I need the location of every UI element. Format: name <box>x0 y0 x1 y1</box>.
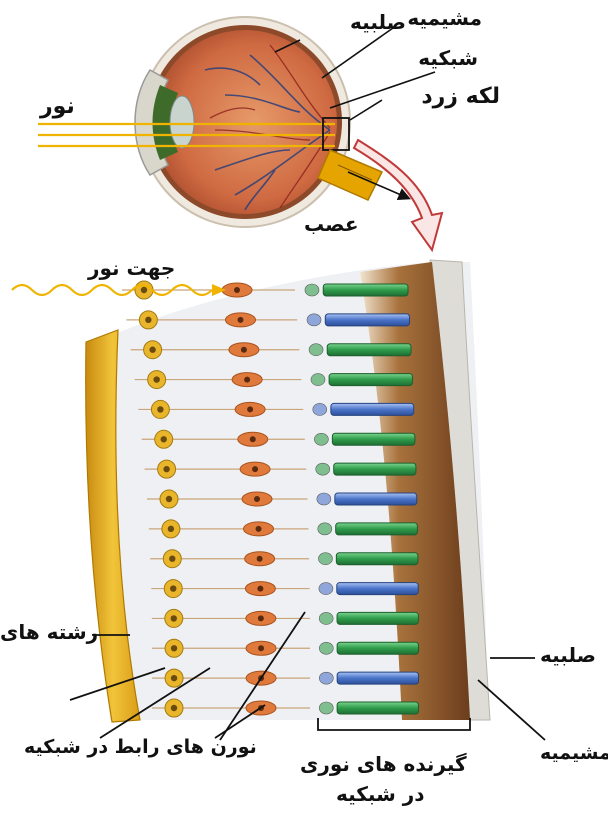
label-retina-top: شبکیه <box>418 48 478 68</box>
eye-illustration <box>38 17 442 250</box>
rod-cell <box>332 433 415 445</box>
photoreceptor-body <box>307 314 321 326</box>
photoreceptor-body <box>317 493 331 505</box>
bipolar-nucleus <box>256 526 262 532</box>
ganglion-nucleus <box>145 317 151 323</box>
label-choroid-top: مشیمیه <box>407 8 482 28</box>
ganglion-nucleus <box>171 675 177 681</box>
bipolar-nucleus <box>258 615 264 621</box>
bipolar-nucleus <box>250 436 256 442</box>
photoreceptor-body <box>305 284 319 296</box>
rod-cell <box>337 642 418 654</box>
label-sclera-top: صلبیه <box>350 12 406 32</box>
cone-cell <box>325 314 409 326</box>
rod-cell <box>336 523 418 535</box>
bipolar-nucleus <box>257 586 263 592</box>
label-light: نور <box>40 96 75 118</box>
rod-cell <box>334 463 416 475</box>
photoreceptor-body <box>311 374 325 386</box>
rod-cell <box>327 344 411 356</box>
cone-cell <box>337 583 418 595</box>
label-sclera-right: صلبیه <box>540 645 596 665</box>
ganglion-nucleus <box>166 496 172 502</box>
cone-cell <box>331 403 414 415</box>
bipolar-nucleus <box>254 496 260 502</box>
photoreceptor-body <box>309 344 323 356</box>
retina-section <box>86 260 490 722</box>
rod-cell <box>337 612 418 624</box>
photoreceptor-body <box>319 642 333 654</box>
label-choroid-right: مشیمیه <box>540 744 608 763</box>
photoreceptor-body <box>318 523 332 535</box>
photoreceptor-body <box>313 403 327 415</box>
cone-cell <box>335 493 417 505</box>
bipolar-nucleus <box>257 556 263 562</box>
photoreceptor-body <box>319 672 333 684</box>
photoreceptor-body <box>319 583 333 595</box>
bipolar-nucleus <box>252 466 258 472</box>
label-fibers: رشته های <box>0 622 98 642</box>
eye-lens <box>170 96 194 148</box>
ganglion-nucleus <box>157 406 163 412</box>
ganglion-nucleus <box>171 615 177 621</box>
photoreceptor-body <box>318 553 332 565</box>
bipolar-nucleus <box>258 645 264 651</box>
ganglion-nucleus <box>168 526 174 532</box>
photoreceptor-body <box>319 702 333 714</box>
light-direction-arrowhead <box>212 284 226 296</box>
bipolar-nucleus <box>247 406 253 412</box>
ganglion-nucleus <box>161 436 167 442</box>
ganglion-nucleus <box>141 287 147 293</box>
rod-cell <box>336 553 418 565</box>
bipolar-nucleus <box>234 287 240 293</box>
label-photoreceptors-2: در شبکیه <box>336 784 425 804</box>
ganglion-nucleus <box>163 466 169 472</box>
photoreceptor-body <box>316 463 330 475</box>
bipolar-nucleus <box>241 347 247 353</box>
ganglion-nucleus <box>171 645 177 651</box>
photoreceptor-body <box>314 433 328 445</box>
rod-cell <box>323 284 408 296</box>
photoreceptor-body <box>319 612 333 624</box>
ganglion-nucleus <box>170 585 176 591</box>
label-photoreceptors-1: گیرنده های نوری <box>300 754 467 774</box>
label-macula: لکه زرد <box>421 86 500 108</box>
bipolar-nucleus <box>237 317 243 323</box>
label-connecting-neurons: نورن های رابط در شبکیه <box>24 738 257 757</box>
rod-cell <box>329 374 412 386</box>
ganglion-nucleus <box>169 556 175 562</box>
ganglion-nucleus <box>153 376 159 382</box>
label-nerve: عصب <box>304 214 359 234</box>
rod-cell <box>337 702 418 714</box>
cone-cell <box>337 672 418 684</box>
ganglion-nucleus <box>149 347 155 353</box>
bipolar-nucleus <box>244 377 250 383</box>
label-light-direction: جهت نور <box>88 258 175 278</box>
ganglion-nucleus <box>171 705 177 711</box>
